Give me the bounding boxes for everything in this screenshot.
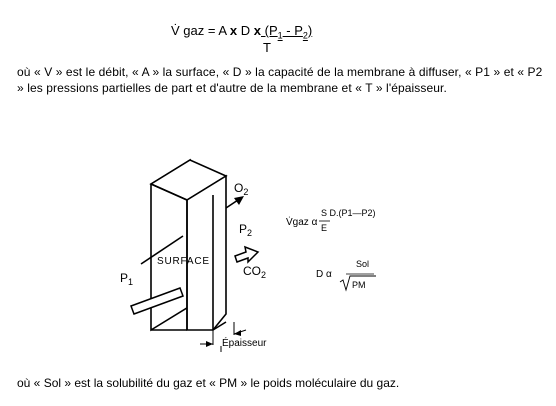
eq2-sqrt-sign (339, 275, 376, 292)
definition-paragraph: où « V » est le débit, « A » la surface,… (17, 65, 543, 95)
formula-sub-1: 1 (277, 30, 283, 41)
formula-sub-2: 2 (302, 30, 308, 41)
formula-rhs: (P (261, 23, 278, 38)
solubility-paragraph: où « Sol » est la solubilité du gaz et «… (17, 376, 400, 390)
formula-dash: - P (282, 23, 303, 38)
thickness-arrowhead-right (234, 330, 241, 336)
o2-arrow-shaft (140, 235, 184, 265)
p2-label: P2 (239, 222, 252, 238)
eq1-numerator: S D.(P1—P2) (321, 208, 376, 218)
formula-times-2: x (253, 23, 261, 38)
flow-formula: V̇ gaz = A x D x (P1 - P2) T (171, 20, 391, 60)
formula-denominator: T (263, 40, 271, 55)
co2-label: CO2 (243, 264, 266, 280)
formula-line: V̇ gaz = A x D x (P1 - P2) (171, 23, 312, 41)
p1-hollow-arrow (130, 287, 184, 315)
formula-close: ) (307, 23, 313, 38)
thickness-arrowhead-left (206, 341, 213, 347)
membrane-side-face (186, 174, 227, 331)
eq2-denominator: PM (352, 280, 366, 290)
p1-label: P1 (120, 271, 133, 287)
epaisseur-label: Épaisseur (222, 336, 267, 349)
o2-arrow-exit (225, 199, 239, 209)
eq2-numerator: Sol (356, 259, 369, 269)
formula-lhs: V̇ gaz = A (171, 23, 230, 38)
eq1-lhs: V̇gaz α (286, 215, 318, 228)
o2-label: O2 (234, 181, 248, 197)
o2-arrowhead (234, 196, 244, 205)
formula-mid: D (237, 23, 254, 38)
co2-hollow-arrow (234, 245, 260, 264)
surface-label: SURFACE (157, 256, 210, 267)
eq1-denominator: E (321, 223, 327, 233)
eq2-lhs: D α (316, 269, 332, 280)
formula-times-1: x (229, 23, 238, 38)
